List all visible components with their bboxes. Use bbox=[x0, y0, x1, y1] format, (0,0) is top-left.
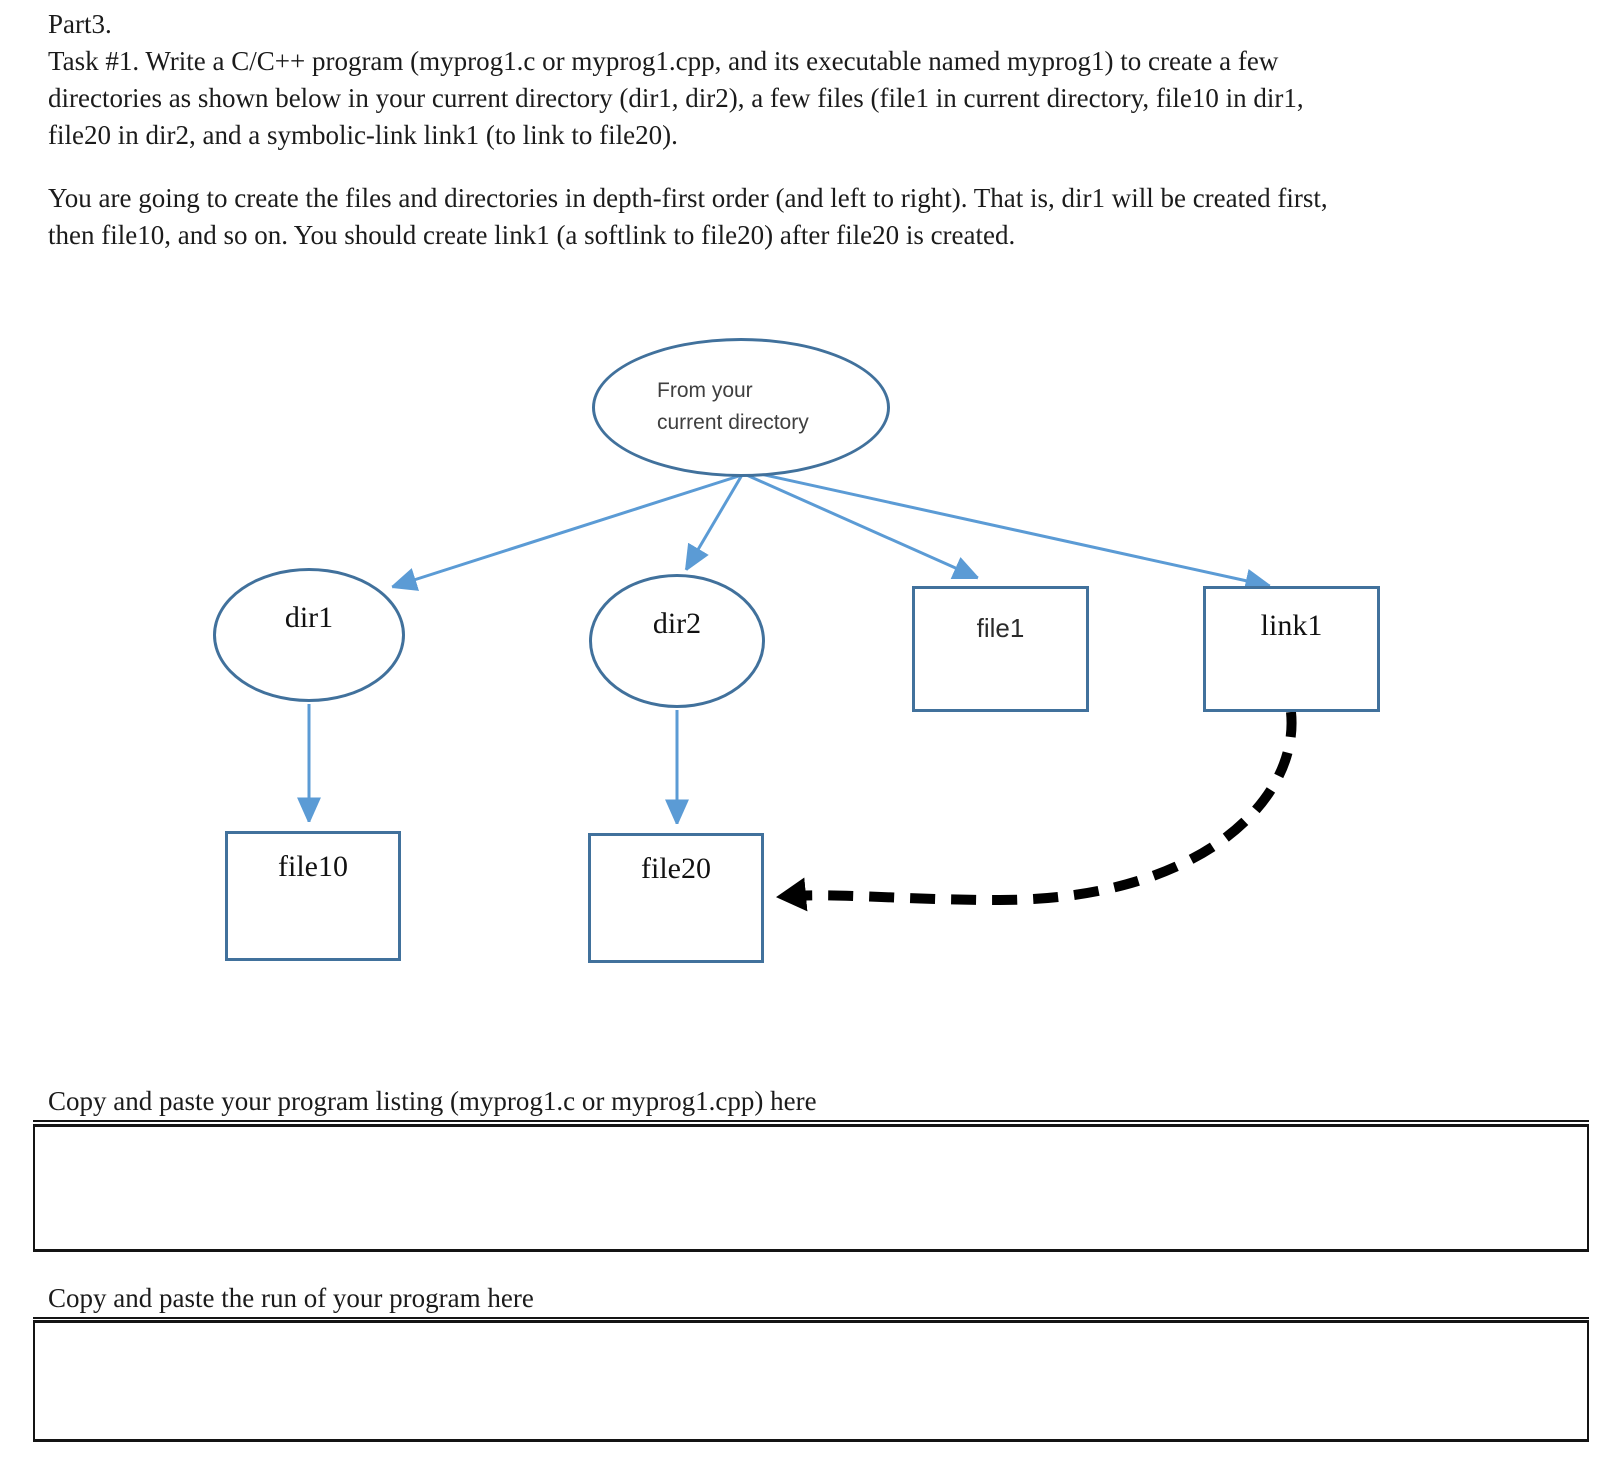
file20-label: file20 bbox=[641, 852, 711, 885]
node-dir1: dir1 bbox=[213, 568, 405, 702]
arrow-root-to-dir1 bbox=[392, 473, 743, 587]
intro-text: Part3. Task #1. Write a C/C++ program (m… bbox=[48, 6, 1328, 254]
task-paragraph-line-3: file20 in dir2, and a symbolic-link link… bbox=[48, 120, 678, 150]
node-link1: link1 bbox=[1203, 586, 1380, 712]
program-run-label: Copy and paste the run of your program h… bbox=[33, 1283, 1589, 1319]
node-file1: file1 bbox=[912, 586, 1089, 712]
symlink-dashed-arrow-link1-to-file20 bbox=[776, 711, 1297, 912]
dir2-label: dir2 bbox=[652, 607, 702, 640]
node-file10: file10 bbox=[225, 831, 401, 961]
file10-label: file10 bbox=[278, 850, 348, 883]
order-paragraph-line-1: You are going to create the files and di… bbox=[48, 183, 1328, 213]
node-file20: file20 bbox=[588, 833, 764, 963]
part-heading: Part3. bbox=[48, 9, 112, 39]
dir1-label: dir1 bbox=[284, 601, 334, 634]
order-paragraph-line-2: then file10, and so on. You should creat… bbox=[48, 220, 1016, 250]
arrow-root-to-file1 bbox=[741, 471, 978, 580]
arrow-root-to-dir2 bbox=[684, 474, 744, 570]
task-paragraph-line-2: directories as shown below in your curre… bbox=[48, 83, 1304, 113]
file1-label: file1 bbox=[976, 613, 1025, 643]
program-run-box[interactable] bbox=[33, 1320, 1589, 1442]
node-current-directory: From your current directory bbox=[592, 338, 890, 477]
node-dir2: dir2 bbox=[589, 574, 765, 708]
current-directory-label: From your current directory bbox=[657, 375, 809, 439]
program-listing-box[interactable] bbox=[33, 1124, 1589, 1252]
link1-label: link1 bbox=[1260, 609, 1323, 642]
current-directory-label-line2: current directory bbox=[657, 411, 809, 434]
current-directory-label-line1: From your bbox=[657, 379, 753, 402]
program-listing-label: Copy and paste your program listing (myp… bbox=[33, 1086, 1589, 1122]
arrow-root-to-link1 bbox=[741, 468, 1270, 586]
task-paragraph-line-1: Task #1. Write a C/C++ program (myprog1.… bbox=[48, 46, 1279, 76]
